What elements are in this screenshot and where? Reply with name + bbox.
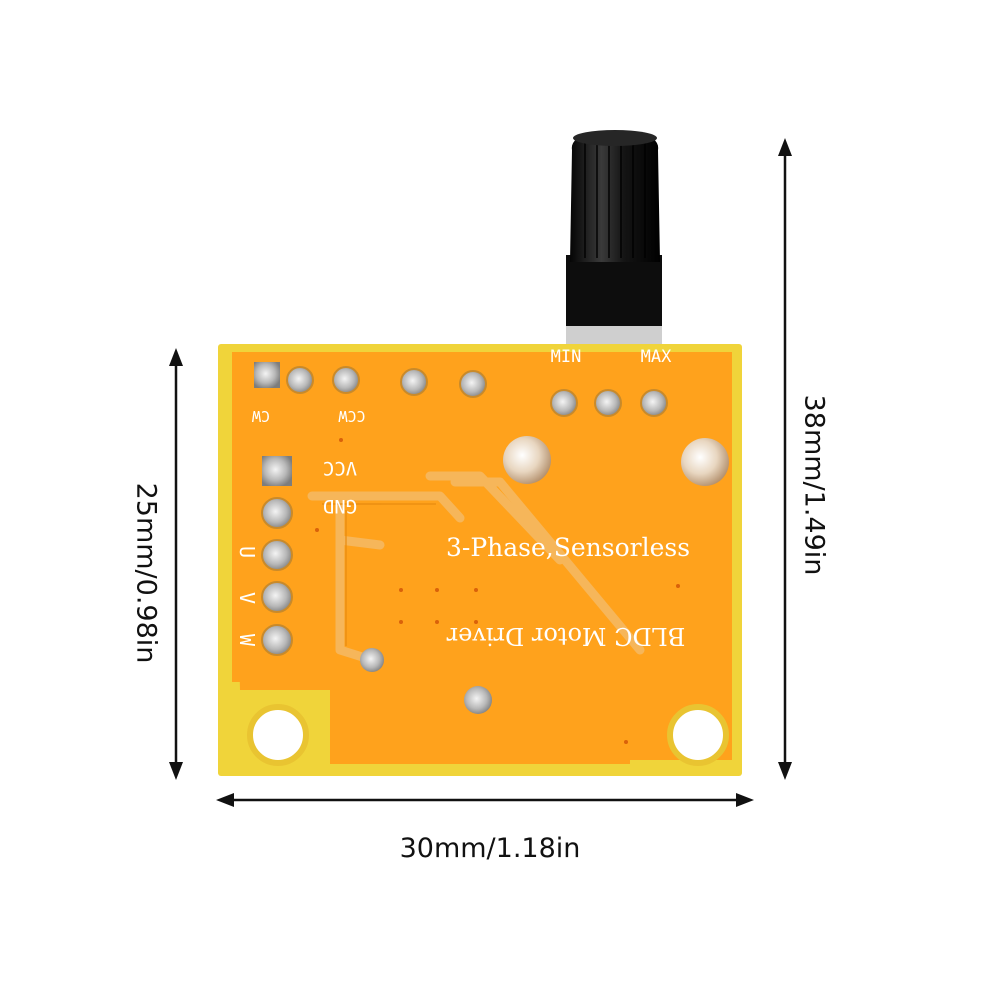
- label-gnd: GND: [323, 495, 357, 517]
- dimension-arrows: [169, 138, 792, 807]
- label-min: MIN: [551, 347, 582, 367]
- pcb-board: [218, 344, 742, 776]
- label-max: MAX: [641, 347, 672, 367]
- silkscreen-labels: CW CCW MIN MAX VCC GND U V W 3-Phase,Sen…: [235, 347, 690, 650]
- label-ccw: CCW: [337, 407, 365, 425]
- label-vcc: VCC: [323, 457, 357, 479]
- board-title: 3-Phase,Sensorless: [446, 533, 690, 562]
- total-height-dimension-label: 38mm/1.49in: [798, 394, 830, 576]
- label-w: W: [235, 634, 259, 647]
- pin-header-pads: [254, 362, 668, 656]
- label-u: U: [235, 546, 259, 558]
- height-dimension-label: 25mm/0.98in: [130, 482, 162, 664]
- label-v: V: [235, 592, 259, 604]
- label-cw: CW: [251, 407, 270, 425]
- potentiometer-knob: [566, 130, 662, 346]
- board-subtitle: BLDC Motor Driver: [446, 622, 685, 650]
- width-dimension-label: 30mm/1.18in: [399, 833, 581, 864]
